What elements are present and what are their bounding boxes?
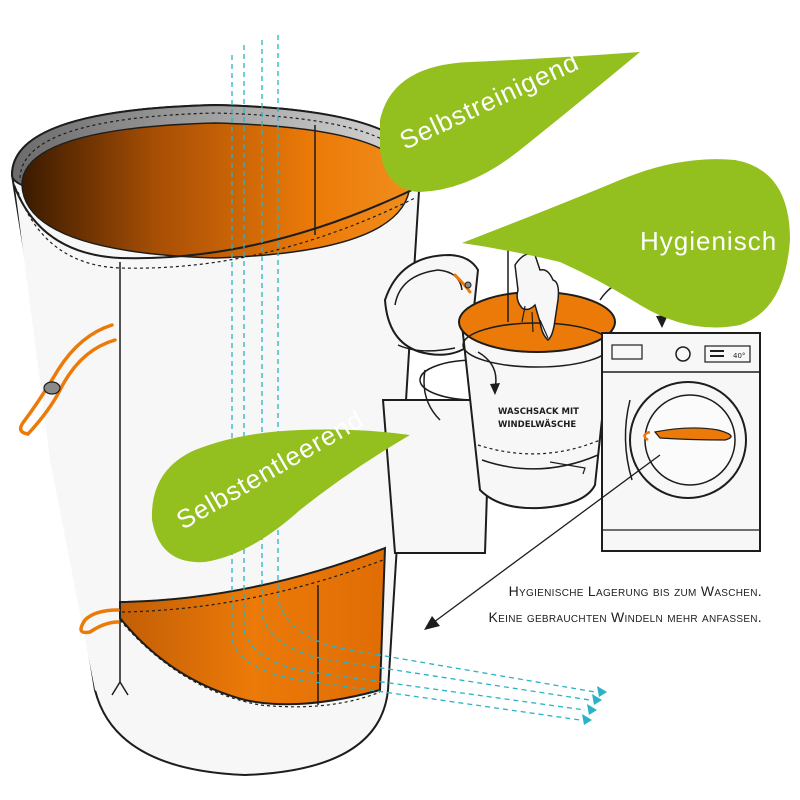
drawstring-cord bbox=[18, 323, 120, 635]
airflow-lines bbox=[231, 35, 607, 725]
bubble-hygienic-text: Hygienisch bbox=[640, 226, 777, 256]
cord-stopper bbox=[43, 381, 61, 395]
outer-bin-box bbox=[381, 399, 492, 554]
caption-line2: Keine gebrauchten Windeln mehr anfassen. bbox=[489, 609, 762, 625]
washing-machine: 40° bbox=[601, 332, 761, 552]
laundry-sack: WASCHSACK MIT WINDELWÄSCHE bbox=[453, 236, 616, 510]
caption-line1: Hygienische Lagerung bis zum Waschen. bbox=[509, 583, 762, 599]
large-diaper-bin bbox=[10, 103, 422, 777]
washing-scene: WASCHSACK MIT WINDELWÄSCHE 40° bbox=[381, 236, 761, 630]
bubble-hygienic: Hygienisch bbox=[462, 159, 790, 328]
caption: Hygienische Lagerung bis zum Waschen. Ke… bbox=[489, 583, 762, 625]
bin-front-panel bbox=[14, 180, 120, 695]
hand-icon bbox=[514, 253, 560, 341]
sack-label-line1: WASCHSACK MIT bbox=[498, 407, 579, 417]
washer-display: 40° bbox=[733, 352, 745, 360]
bubble-self-cleaning: Selbstreinigend bbox=[380, 46, 640, 192]
sack-label-line2: WINDELWÄSCHE bbox=[498, 419, 576, 430]
bin-opening bbox=[21, 122, 411, 259]
washer-knob-icon bbox=[675, 346, 691, 362]
